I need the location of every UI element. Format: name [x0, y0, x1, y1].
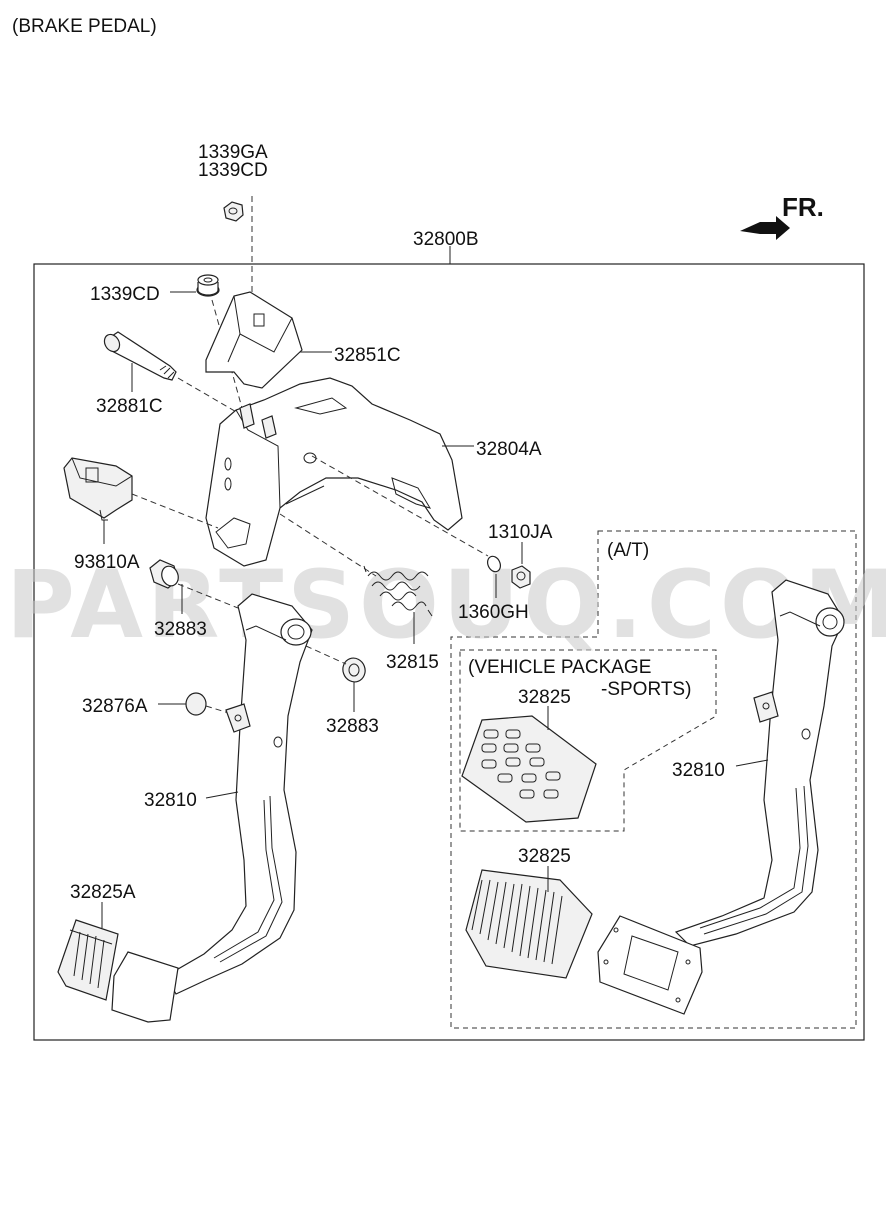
label-32800b: 32800B: [413, 229, 479, 250]
pedal-plate-right: [597, 915, 703, 1015]
bushing-32883-lower: [342, 657, 366, 683]
bolt-32881c: [103, 331, 177, 381]
label-32815: 32815: [386, 652, 439, 673]
label-1360gh: 1360GH: [458, 602, 529, 623]
label-32825-sports: 32825: [518, 687, 571, 708]
label-32851c: 32851C: [334, 345, 401, 366]
label-32883-b: 32883: [326, 716, 379, 737]
label-1339cd-top: 1339CD: [198, 160, 268, 181]
label-at: (A/T): [607, 540, 649, 561]
stopper-32876a: [185, 692, 207, 716]
stop-lamp-switch-93810a: [63, 457, 133, 521]
diagram-title: (BRAKE PEDAL): [12, 16, 157, 37]
label-93810a: 93810A: [74, 552, 140, 573]
pedal-arm-32810-right: [674, 579, 845, 947]
label-32881c: 32881C: [96, 396, 163, 417]
label-1339ga: 1339GA: [198, 142, 268, 163]
pedal-pad-32825-at: [465, 869, 593, 979]
sports-package-frame: [459, 649, 717, 832]
pedal-pad-32825-sports: [461, 715, 597, 823]
assembly-frame: [33, 263, 865, 1041]
label-sports: -SPORTS): [601, 679, 691, 700]
front-arrow-icon: [740, 216, 790, 240]
label-32810-left: 32810: [144, 790, 197, 811]
front-direction-label: FR.: [782, 192, 824, 222]
label-32825a: 32825A: [70, 882, 136, 903]
label-32804a: 32804A: [476, 439, 542, 460]
pedal-arm-32810-left: [165, 593, 313, 995]
label-1310ja: 1310JA: [488, 522, 553, 543]
washer-1360gh-icon: [486, 555, 502, 573]
pedal-plate-left: [111, 951, 179, 1023]
flange-nut-1339cd-icon: [196, 274, 220, 297]
label-vehicle-package: (VEHICLE PACKAGE: [468, 657, 651, 678]
nut-1310ja-icon: [511, 565, 531, 589]
return-spring-32815: [363, 565, 433, 617]
label-32825-at: 32825: [518, 846, 571, 867]
label-32810-right: 32810: [672, 760, 725, 781]
stud-icon: [239, 403, 277, 439]
bushing-32883-upper: [149, 559, 179, 589]
nut-1339ga-icon: [223, 201, 244, 222]
pedal-pad-32825a: [57, 919, 119, 1001]
bracket-32851c: [205, 291, 303, 389]
label-32883-a: 32883: [154, 619, 207, 640]
label-1339cd: 1339CD: [90, 284, 160, 305]
label-32876a: 32876A: [82, 696, 148, 717]
